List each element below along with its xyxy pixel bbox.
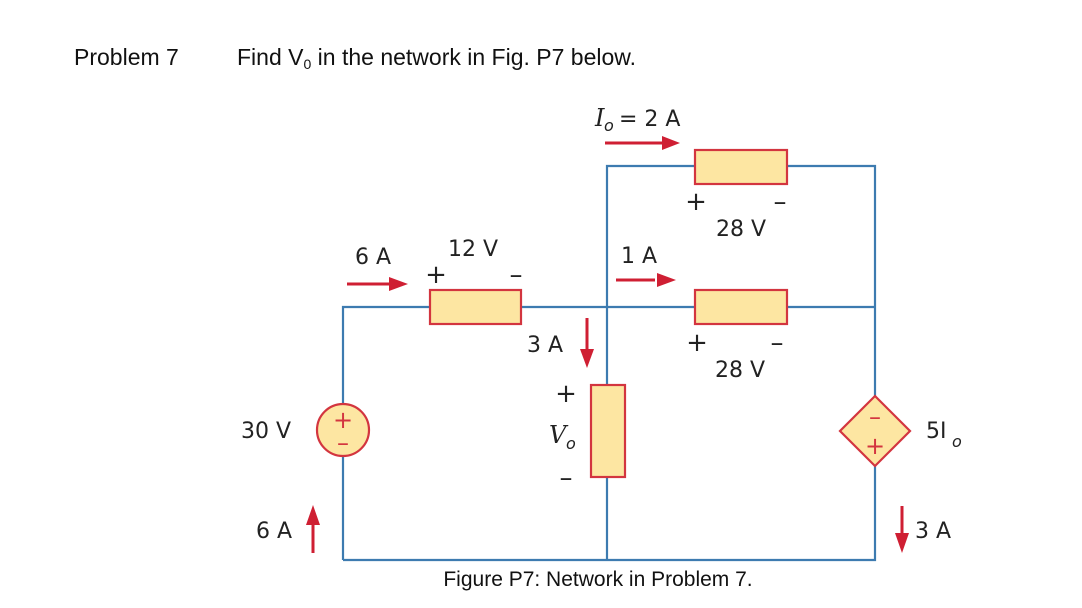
dependent-voltage-source: – + xyxy=(838,394,912,468)
middle-resistor-plus: + xyxy=(686,328,708,358)
vo-label-subscript: o xyxy=(566,434,576,453)
dependent-source-label-subscript: o xyxy=(952,432,962,451)
current-arrow-1a xyxy=(616,273,676,287)
dependent-source-minus: – xyxy=(869,403,881,431)
io-label-subscript: o xyxy=(604,116,614,135)
current-arrow-6a-right xyxy=(347,277,408,291)
wires xyxy=(341,164,877,562)
vo-label-symbol: V xyxy=(549,421,569,449)
voltage-source-symbol xyxy=(315,402,371,458)
top-resistor-voltage: 28 V xyxy=(716,217,766,242)
voltage-source-label: 30 V xyxy=(241,419,291,444)
io-label-symbol: I xyxy=(594,104,605,132)
left-resistor-plus: + xyxy=(425,260,447,290)
resistor-middle xyxy=(693,288,789,326)
figure-caption: Figure P7: Network in Problem 7. xyxy=(443,568,752,591)
top-resistor-minus: – xyxy=(774,187,787,217)
dependent-source-plus: + xyxy=(865,432,885,460)
wire-left-loop xyxy=(341,305,430,404)
vo-plus: + xyxy=(555,379,577,409)
problem-prompt: Find V0 in the network in Fig. P7 below. xyxy=(237,44,636,72)
center-branch-current: 3 A xyxy=(527,333,563,358)
voltage-source-minus: – xyxy=(337,429,349,457)
prompt-subscript: 0 xyxy=(303,56,312,72)
resistor-left xyxy=(428,288,523,326)
wire-top-right xyxy=(787,164,877,396)
dependent-source-current: 3 A xyxy=(915,519,951,544)
voltage-source-plus: + xyxy=(333,406,353,434)
resistor-center xyxy=(589,383,627,479)
left-resistor-voltage: 12 V xyxy=(448,237,498,262)
prompt-prefix: Find V xyxy=(237,44,304,70)
middle-resistor-voltage: 28 V xyxy=(715,358,765,383)
voltage-source: + – xyxy=(315,402,371,458)
wire-bottom xyxy=(343,466,877,562)
current-arrow-3a-down-right xyxy=(895,506,909,553)
dependent-source-label-coef: 5I xyxy=(926,419,947,444)
current-arrow-3a-down xyxy=(580,318,594,368)
wire-top-left xyxy=(605,164,695,307)
left-resistor-minus: – xyxy=(510,260,523,290)
middle-resistor-minus: – xyxy=(771,328,784,358)
dependent-source-symbol xyxy=(838,394,912,468)
middle-branch-current: 1 A xyxy=(621,244,657,269)
vo-minus: – xyxy=(560,463,573,493)
problem-label: Problem 7 xyxy=(74,44,179,70)
left-branch-current: 6 A xyxy=(355,245,391,270)
current-arrow-6a-up xyxy=(306,505,320,553)
prompt-suffix: in the network in Fig. P7 below. xyxy=(311,44,637,70)
voltage-source-current: 6 A xyxy=(256,519,292,544)
io-label-value: = 2 A xyxy=(619,107,680,132)
top-resistor-plus: + xyxy=(685,187,707,217)
resistor-top xyxy=(693,148,789,186)
current-arrow-io xyxy=(605,136,680,150)
